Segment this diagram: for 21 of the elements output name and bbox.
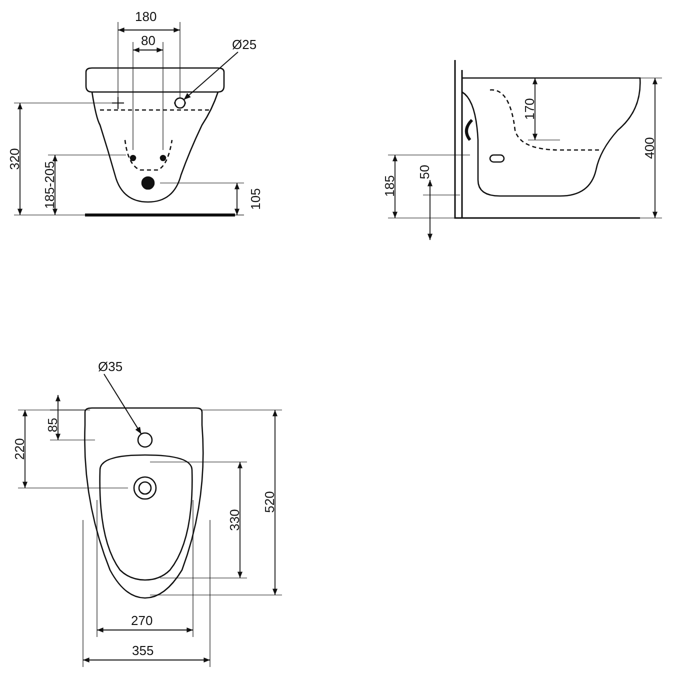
leader-line — [104, 374, 142, 435]
leader-line — [183, 52, 238, 100]
diameter-label: Ø35 — [98, 360, 123, 374]
dimension-label: 220 — [13, 438, 27, 460]
dimension-label: 80 — [141, 34, 156, 48]
dimension-label: 520 — [263, 491, 277, 513]
dimension-label: 85 — [46, 418, 60, 432]
diameter-label: Ø25 — [232, 38, 257, 52]
dimension-label: 170 — [523, 98, 537, 120]
dimension-label: 180 — [135, 10, 157, 24]
dimension-label: 330 — [228, 509, 242, 531]
dimension-label: 185 — [383, 175, 397, 197]
dimension-label: 400 — [643, 137, 657, 159]
tap-hole — [174, 97, 186, 109]
tap-hole — [137, 432, 153, 448]
dimension-label: 355 — [132, 644, 154, 658]
dimension-label: 185-205 — [43, 161, 57, 209]
dimension-label: 270 — [131, 614, 153, 628]
dimension-label: 320 — [8, 148, 22, 170]
dimension-label: 105 — [249, 188, 263, 210]
dimension-label: 50 — [418, 164, 432, 180]
